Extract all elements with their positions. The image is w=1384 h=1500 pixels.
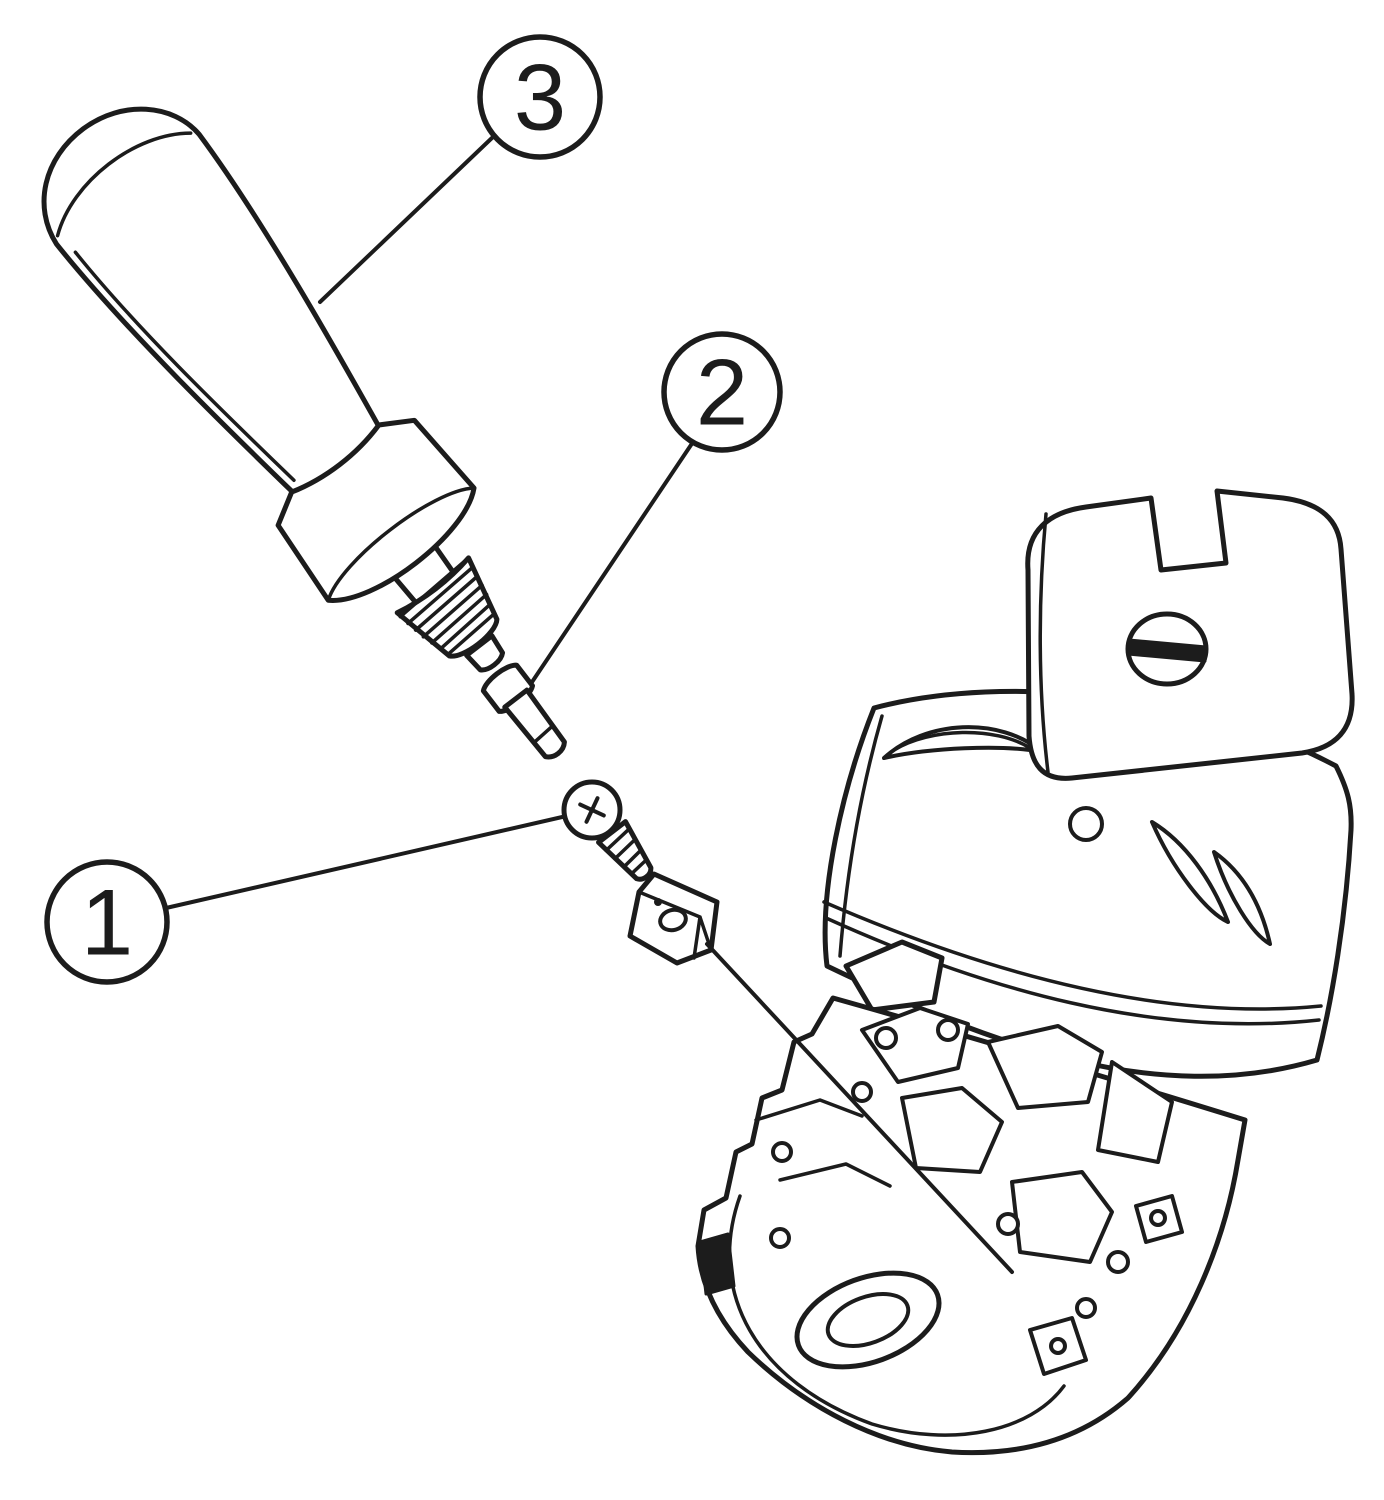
- pin-body: [502, 687, 567, 760]
- cutting-insert: [627, 871, 720, 966]
- insert-dot: [654, 898, 662, 906]
- shank-left-contour: [1038, 512, 1050, 774]
- assembly-handle: [41, 106, 506, 673]
- screw-hole: [1106, 1250, 1130, 1274]
- coolant-slot-right-2: [1212, 850, 1272, 946]
- mounted-insert-2: [1028, 1316, 1088, 1376]
- handle-grip: [41, 106, 382, 496]
- phillips-recess-icon: [578, 796, 606, 824]
- coolant-slot-right-1-outline: [1150, 820, 1230, 924]
- diagram-root: 3 2 1: [41, 34, 1355, 1456]
- phillips-cross: [578, 796, 606, 824]
- drive-pin: [480, 662, 567, 760]
- callout-3-label: 3: [514, 45, 566, 150]
- screw-threads: [604, 826, 648, 876]
- cartridge-raised: [843, 939, 945, 1013]
- coolant-slot-right-1: [1150, 820, 1230, 924]
- insert-pocket-b: [986, 1024, 1104, 1110]
- capto-shank: [1025, 488, 1355, 781]
- screw-shank: [596, 819, 654, 882]
- handle-skirt-face: [326, 486, 476, 602]
- handle-grip-line: [73, 250, 296, 483]
- callout-1: 1: [44, 859, 170, 985]
- insert-pocket-c: [900, 1086, 1004, 1174]
- callout-2: 2: [661, 331, 783, 453]
- ring-band-line-1: [822, 900, 1323, 1011]
- cutter-head: [695, 939, 1248, 1456]
- screw-hole: [874, 1026, 898, 1050]
- front-hub: [794, 1270, 942, 1370]
- assembly-axis-line: [705, 942, 1014, 1274]
- front-hub-inner: [825, 1292, 911, 1348]
- screw-hole: [769, 1227, 791, 1249]
- head-edge-slot: [698, 1232, 736, 1296]
- coolant-slot-right-2-outline: [1212, 850, 1272, 946]
- mounted-insert-1-screw: [1149, 1209, 1167, 1227]
- insert-pocket-d: [1096, 1060, 1174, 1164]
- thread-ridges: [398, 556, 496, 657]
- pin-groove: [531, 723, 555, 745]
- pocket-edge-line-2: [778, 1162, 892, 1188]
- handle-tip: [464, 633, 506, 673]
- flange-left-contour: [838, 714, 884, 958]
- handle-butt-contour: [55, 131, 193, 238]
- insert-pocket-e: [1010, 1170, 1114, 1264]
- screw-hole: [996, 1212, 1020, 1236]
- callout-1-label: 1: [81, 870, 133, 975]
- mounted-insert-2-screw: [1049, 1337, 1067, 1355]
- callout-3-circle: [477, 34, 603, 160]
- callout-3: 3: [477, 34, 603, 160]
- leader-line-3: [318, 134, 496, 304]
- callout-1-circle: [44, 859, 170, 985]
- mounted-insert-1: [1134, 1194, 1184, 1244]
- milling-cutter-body: [695, 488, 1355, 1456]
- coolant-slot-left-inner: [892, 730, 1032, 752]
- insert-screw: [561, 779, 654, 882]
- head-screw-holes: [769, 1018, 1130, 1319]
- insert-center-hole: [658, 907, 688, 933]
- screw-hole: [771, 1141, 793, 1163]
- screw-hole: [1075, 1297, 1097, 1319]
- screw-hole: [936, 1018, 960, 1042]
- leader-line-1: [164, 810, 586, 910]
- screw-hole: [851, 1081, 873, 1103]
- handle-skirt: [275, 417, 477, 603]
- callout-2-label: 2: [696, 340, 748, 445]
- pocket-edge-line-1: [754, 1098, 864, 1122]
- leader-line-2: [526, 440, 695, 690]
- shank-set-screw-slot: [1126, 638, 1208, 663]
- callout-2-circle: [661, 331, 783, 453]
- handle-thread: [394, 555, 506, 673]
- leader-lines: [164, 134, 695, 910]
- flange-hole: [1068, 806, 1104, 842]
